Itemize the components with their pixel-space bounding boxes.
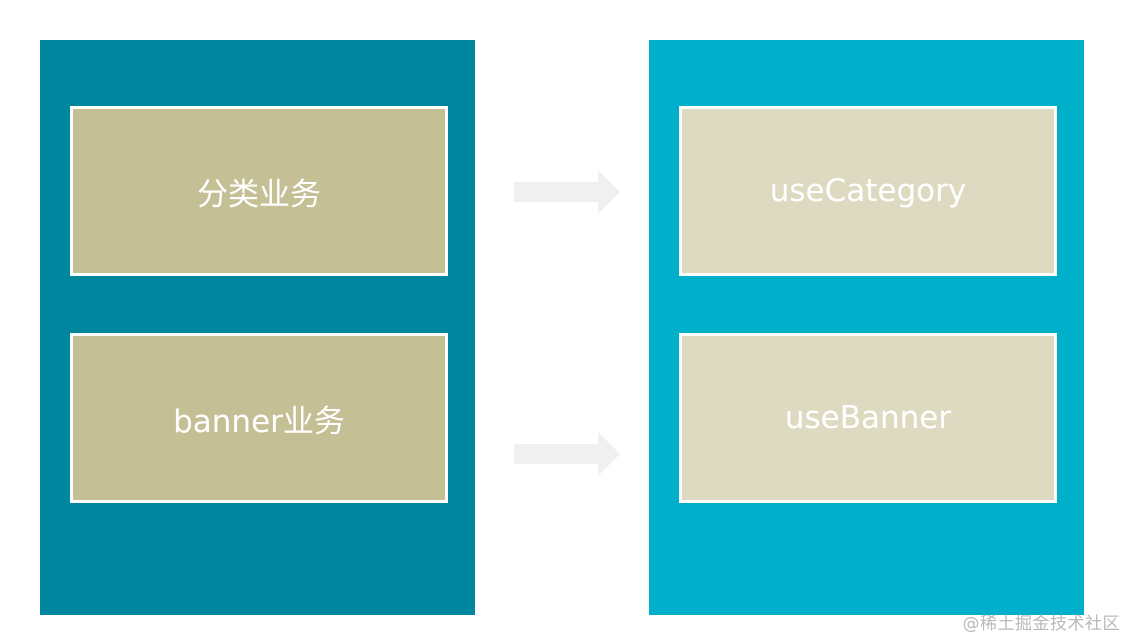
use-banner-label: useBanner <box>784 400 952 436</box>
watermark: @稀土掘金技术社区 <box>962 614 1120 634</box>
banner-business-box: banner业务 <box>70 333 448 503</box>
category-business-box: 分类业务 <box>70 106 448 276</box>
use-banner-box: useBanner <box>679 333 1057 503</box>
category-business-label: 分类业务 <box>197 176 321 213</box>
right-arrow-icon <box>514 432 620 476</box>
business-panel: 分类业务 banner业务 <box>40 40 475 615</box>
banner-business-label: banner业务 <box>173 403 345 440</box>
composables-panel: useCategory useBanner <box>649 40 1084 615</box>
use-category-label: useCategory <box>769 173 967 209</box>
use-category-box: useCategory <box>679 106 1057 276</box>
right-arrow-icon <box>514 170 620 214</box>
